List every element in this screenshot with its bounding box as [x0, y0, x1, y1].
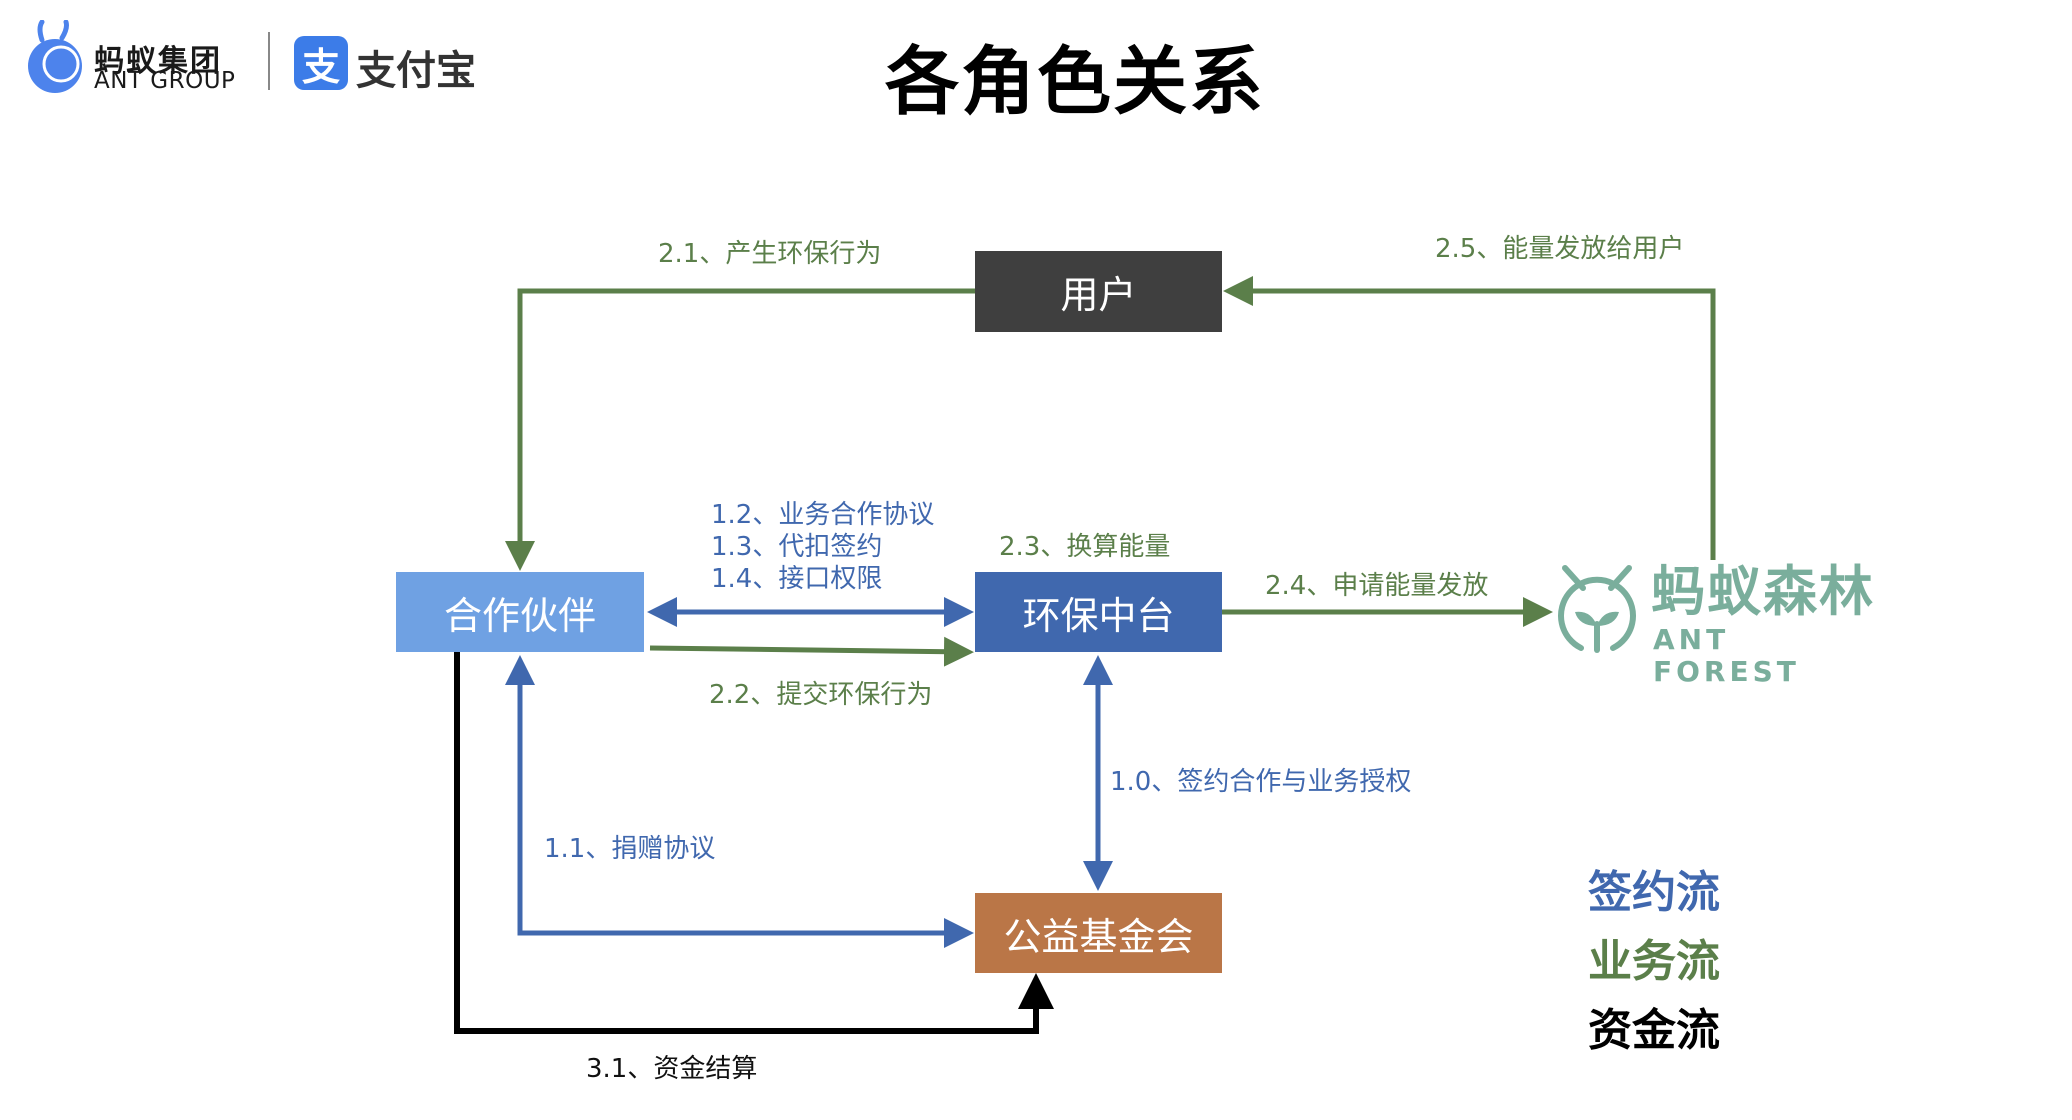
ant-group-logo: 蚂蚁集团 ANT GROUP	[28, 20, 248, 100]
node-foundation: 公益基金会	[975, 893, 1222, 973]
edge-3-1-label: 3.1、资金结算	[586, 1054, 758, 1084]
edge-2-5-line	[1223, 276, 1716, 560]
alipay-name: 支付宝	[356, 48, 476, 94]
ant-group-icon	[28, 20, 82, 93]
node-partner: 合作伙伴	[396, 572, 644, 652]
node-user-label: 用户	[1060, 273, 1137, 317]
ant-group-name-en: ANT GROUP	[94, 68, 236, 94]
edge-2-3-label: 2.3、换算能量	[999, 532, 1171, 562]
edge-2-2-line	[649, 636, 974, 667]
ant-forest-icon	[1558, 565, 1636, 653]
edge-2-1-line	[505, 288, 975, 571]
edge-2-2-label: 2.2、提交环保行为	[709, 680, 933, 710]
edge-1-3-label: 1.3、代扣签约	[711, 532, 883, 562]
edge-1-2-label: 1.2、业务合作协议	[711, 500, 935, 530]
edge-1-1-label: 1.1、捐赠协议	[544, 834, 716, 864]
edge-2-1-label: 2.1、产生环保行为	[658, 239, 882, 269]
node-foundation-label: 公益基金会	[1003, 914, 1194, 959]
alipay-icon: 支	[294, 36, 348, 90]
node-user: 用户	[975, 251, 1222, 332]
edge-2-4-label: 2.4、申请能量发放	[1265, 571, 1489, 601]
legend-signing-flow: 签约流	[1588, 867, 1720, 918]
node-partner-label: 合作伙伴	[443, 593, 596, 638]
ant-forest-name-cn: 蚂蚁森林	[1651, 560, 1875, 623]
node-platform: 环保中台	[975, 572, 1222, 652]
alipay-logo: 支 支付宝	[294, 36, 494, 94]
node-platform-label: 环保中台	[1022, 593, 1175, 638]
edge-3-1-line	[454, 652, 1054, 1034]
edge-1-4-label: 1.4、接口权限	[711, 564, 883, 594]
ant-group-name-cn: 蚂蚁集团	[94, 44, 222, 79]
header-divider	[268, 32, 270, 90]
edge-1-0-label: 1.0、签约合作与业务授权	[1110, 767, 1412, 797]
ant-forest-logo: 蚂蚁森林 ANT FOREST	[1555, 560, 1885, 688]
page-title: 各角色关系	[885, 39, 1265, 125]
legend-business-flow: 业务流	[1588, 936, 1720, 987]
edge-2-5-label: 2.5、能量发放给用户	[1435, 234, 1685, 264]
edge-1-1-line	[505, 655, 974, 948]
ant-forest-name-en: ANT FOREST	[1653, 623, 1800, 688]
legend-funds-flow: 资金流	[1588, 1005, 1720, 1056]
